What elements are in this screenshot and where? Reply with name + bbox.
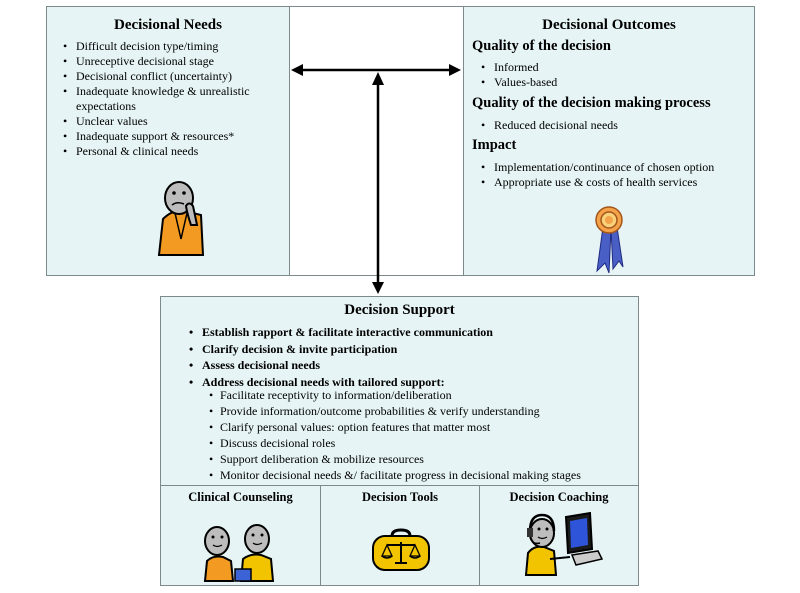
outcomes-list: Implementation/continuance of chosen opt…: [481, 160, 714, 190]
outcomes-heading: Impact: [472, 137, 517, 153]
support-main-list: Establish rapport & facilitate interacti…: [189, 324, 493, 391]
list-item: Address decisional needs with tailored s…: [189, 374, 493, 391]
list-item: Decisional conflict (uncertainty): [63, 69, 281, 84]
list-item: Informed: [481, 60, 557, 75]
list-item: Difficult decision type/timing: [63, 39, 281, 54]
list-item: Clarify decision & invite participation: [189, 341, 493, 358]
list-item: Unclear values: [63, 114, 281, 129]
decision-coaching-label: Decision Coaching: [509, 490, 609, 504]
decisional-outcomes-title: Decisional Outcomes: [542, 17, 676, 33]
briefcase-scales-icon: [372, 528, 430, 571]
list-item: Inadequate knowledge & unrealistic expec…: [63, 84, 281, 114]
list-item: Assess decisional needs: [189, 357, 493, 374]
clinical-counseling-cell: Clinical Counseling: [160, 485, 321, 586]
outcomes-heading: Quality of the decision making process: [472, 95, 711, 111]
list-item: Clarify personal values: option features…: [209, 419, 581, 435]
decision-support-panel: Decision Support Establish rapport & fac…: [160, 296, 639, 486]
clinical-counseling-label: Clinical Counseling: [188, 490, 293, 504]
decisional-outcomes-panel: Decisional Outcomes Quality of the decis…: [463, 6, 755, 276]
list-item: Implementation/continuance of chosen opt…: [481, 160, 714, 175]
list-item: Personal & clinical needs: [63, 144, 281, 159]
outcomes-list: Informed Values-based: [481, 60, 557, 90]
decisional-needs-list: Difficult decision type/timing Unrecepti…: [63, 39, 281, 159]
decision-support-title: Decision Support: [344, 302, 455, 318]
person-headset-computer-icon: [524, 511, 604, 576]
list-item: Unreceptive decisional stage: [63, 54, 281, 69]
outcomes-list: Reduced decisional needs: [481, 118, 618, 133]
decision-tools-label: Decision Tools: [361, 490, 439, 504]
center-connector-box: [289, 6, 464, 276]
list-item: Discuss decisional roles: [209, 435, 581, 451]
decision-coaching-cell: Decision Coaching: [479, 485, 639, 586]
two-people-counseling-icon: [203, 524, 275, 582]
list-item: Inadequate support & resources*: [63, 129, 281, 144]
decision-tools-cell: Decision Tools: [320, 485, 480, 586]
list-item: Reduced decisional needs: [481, 118, 618, 133]
list-item: Values-based: [481, 75, 557, 90]
support-sub-list: Facilitate receptivity to information/de…: [209, 387, 581, 483]
list-item: Establish rapport & facilitate interacti…: [189, 324, 493, 341]
list-item: Facilitate receptivity to information/de…: [209, 387, 581, 403]
list-item: Support deliberation & mobilize resource…: [209, 451, 581, 467]
outcomes-heading: Quality of the decision: [472, 38, 611, 54]
decisional-needs-title: Decisional Needs: [114, 17, 222, 33]
list-item: Monitor decisional needs &/ facilitate p…: [209, 467, 581, 483]
list-item: Appropriate use & costs of health servic…: [481, 175, 714, 190]
list-item: Provide information/outcome probabilitie…: [209, 403, 581, 419]
award-ribbon-icon: [595, 206, 624, 274]
worried-person-icon: [157, 181, 205, 256]
decisional-needs-panel: Decisional Needs Difficult decision type…: [46, 6, 290, 276]
